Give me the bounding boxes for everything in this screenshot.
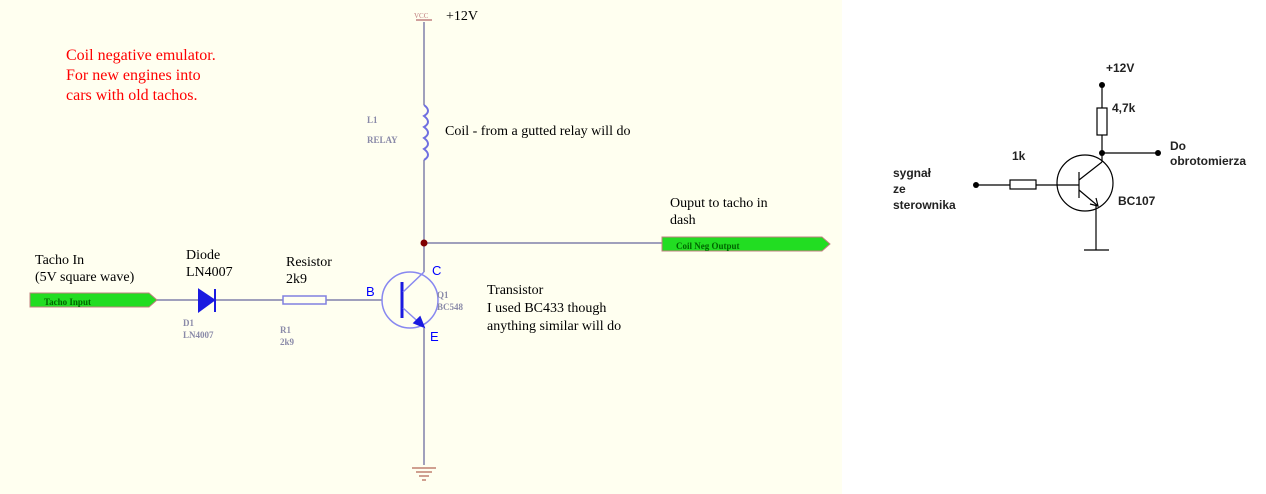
vcc-label: VCC	[414, 12, 429, 20]
input-port	[29, 292, 158, 308]
transistor-label: BC107	[1118, 194, 1156, 208]
base-resistor-label: 1k	[1012, 149, 1026, 163]
note-line: (5V square wave)	[35, 270, 135, 285]
diode-symbol	[198, 288, 216, 313]
line: Do	[1170, 139, 1186, 153]
note-line: anything similar will do	[487, 319, 622, 334]
transistor-symbol	[381, 271, 439, 329]
ground-symbol	[412, 467, 436, 481]
value: LN4007	[183, 330, 214, 340]
output-port	[661, 236, 831, 252]
transistor-note: Transistor I used BC433 though anything …	[487, 282, 621, 336]
value: 2k9	[280, 337, 295, 347]
coil-note: Coil - from a gutted relay will do	[445, 124, 631, 139]
output-port-label: Coil Neg Output	[676, 241, 740, 251]
title-line: cars with old tachos.	[66, 87, 198, 104]
coil-ref: L1	[367, 115, 378, 125]
pin-c: C	[432, 263, 442, 278]
note-line: LN4007	[186, 265, 233, 280]
line: obrotomierza	[1170, 154, 1247, 168]
collector-resistor-label: 4,7k	[1112, 101, 1136, 115]
transistor-bc107-symbol	[1056, 154, 1114, 212]
note-line: Tacho In	[35, 253, 85, 268]
ref: D1	[183, 318, 194, 328]
output-label: Do obrotomierza	[1170, 139, 1246, 169]
title: Coil negative emulator. For new engines …	[66, 46, 216, 106]
title-line: For new engines into	[66, 67, 201, 84]
line: sygnał	[893, 166, 932, 180]
note-line: Resistor	[286, 255, 332, 270]
right-supply: +12V	[1106, 61, 1135, 75]
diode-ref: D1 LN4007	[183, 317, 214, 341]
coil-symbol	[422, 104, 429, 161]
note-line: dash	[670, 213, 696, 228]
ref: Q1	[437, 290, 449, 300]
resistor-ref: R1 2k9	[280, 324, 294, 348]
pin-b: B	[366, 284, 375, 299]
resistor-symbol	[282, 295, 327, 305]
note-line: I used BC433 though	[487, 301, 607, 316]
note-line: Diode	[186, 248, 221, 263]
pin-e: E	[430, 329, 439, 344]
transistor-ref: Q1 BC548	[437, 289, 463, 313]
input-note: Tacho In (5V square wave)	[35, 252, 134, 286]
line: ze	[893, 182, 906, 196]
input-label: sygnał ze sterownika	[893, 165, 956, 213]
ref: R1	[280, 325, 291, 335]
junction-dot	[420, 239, 428, 247]
collector-resistor	[1096, 107, 1108, 136]
note-line: Ouput to tacho in	[670, 196, 768, 211]
output-note: Ouput to tacho in dash	[670, 195, 768, 229]
input-port-label: Tacho Input	[44, 297, 91, 307]
value: BC548	[437, 302, 464, 312]
supply-label: +12V	[446, 9, 479, 24]
note-line: Transistor	[487, 283, 544, 298]
line: sterownika	[893, 198, 956, 212]
note-line: 2k9	[286, 272, 307, 287]
title-line: Coil negative emulator.	[66, 47, 216, 64]
coil-value: RELAY	[367, 135, 398, 145]
resistor-note: Resistor 2k9	[286, 254, 332, 288]
diode-note: Diode LN4007	[186, 247, 233, 281]
base-resistor	[1009, 179, 1037, 190]
